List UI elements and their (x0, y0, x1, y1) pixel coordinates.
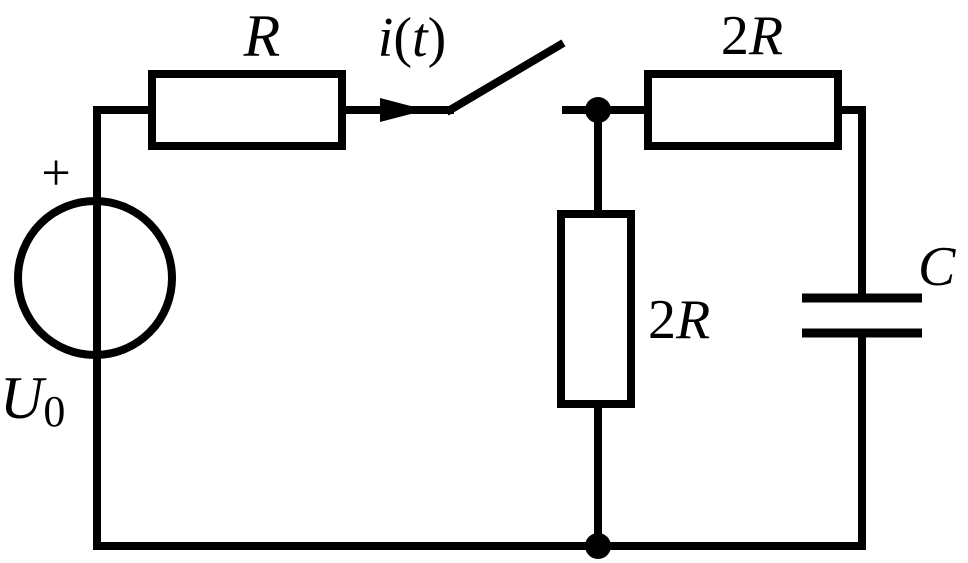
resistor-top-sym: R (748, 5, 783, 67)
junction-node-bottom (585, 533, 611, 559)
source-label: U0 (0, 365, 65, 436)
resistor-r (148, 70, 346, 150)
resistor-top-2r-label: 2R (721, 5, 783, 67)
voltage-source (14, 197, 176, 359)
current-name: i (378, 7, 394, 69)
current-arg-close: ) (428, 7, 447, 69)
resistor-shunt-sym: R (675, 289, 710, 351)
resistor-top-2r (644, 70, 842, 150)
wire-left-top (93, 106, 156, 359)
source-subscript: 0 (43, 387, 65, 436)
wire-right-top (834, 106, 866, 302)
resistor-shunt-coef: 2 (648, 289, 676, 351)
source-name: U (0, 365, 47, 431)
current-arrow-icon (380, 98, 426, 122)
resistor-r-label: R (243, 3, 281, 69)
source-plus-label: + (41, 145, 70, 202)
resistor-shunt-2r-label: 2R (648, 289, 710, 351)
capacitor-label: C (918, 236, 956, 298)
current-arg-open: ( (393, 7, 412, 69)
current-label: i(t) (378, 7, 446, 69)
switch (444, 39, 566, 116)
resistor-shunt-2r (557, 210, 635, 408)
resistor-top-coef: 2 (721, 5, 749, 67)
junction-node-top (585, 97, 611, 123)
capacitor (802, 293, 922, 338)
wires (93, 106, 866, 550)
switch-blade (444, 39, 566, 116)
current-arg: t (412, 7, 429, 69)
